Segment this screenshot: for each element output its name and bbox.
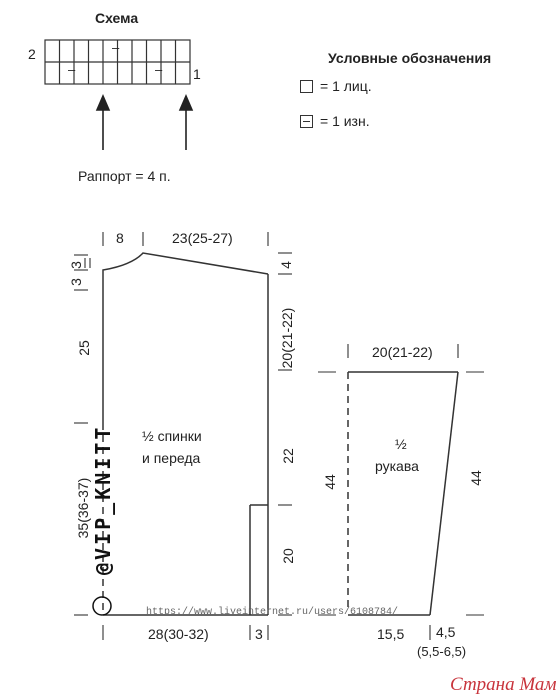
dim-sleeve-bottom-sizes: (5,5-6,5) xyxy=(417,644,467,659)
sleeve-label-line1: ½ xyxy=(395,436,407,452)
dim-left-upper: 25 xyxy=(75,340,92,356)
scheme-title: Схема xyxy=(95,10,139,26)
dim-slit: 20 xyxy=(279,548,296,564)
brand-watermark: Страна Мам xyxy=(450,674,557,695)
vip-watermark: @VIP_KNITT xyxy=(91,424,115,575)
dim-sleeve-bottom-extra: 4,5 xyxy=(436,624,456,640)
dim-side-mid: 22 xyxy=(279,448,296,464)
knit-symbol-icon xyxy=(300,80,313,93)
sleeve-dim-ticks xyxy=(318,344,484,640)
dim-sleeve-bottom: 15,5 xyxy=(377,626,405,642)
sleeve-label-line2: рукава xyxy=(375,458,419,474)
sleeve-outline xyxy=(348,371,459,616)
legend-knit-label: = 1 лиц. xyxy=(320,78,372,94)
dim-sleeve-left: 44 xyxy=(321,474,338,490)
dim-bottom-extra: 3 xyxy=(255,626,263,642)
legend-purl-label: = 1 изн. xyxy=(320,113,370,129)
dim-neck-depth-a: 3 xyxy=(67,261,84,269)
purl-symbol-icon xyxy=(300,115,313,128)
body-label-line1: ½ спинки xyxy=(142,428,202,444)
dim-sleeve-right: 44 xyxy=(467,470,484,486)
arrow-up-icon xyxy=(95,93,111,150)
purl-mark: – xyxy=(68,62,76,77)
body-outline xyxy=(102,252,269,616)
dim-shoulder-drop: 4 xyxy=(277,261,294,269)
body-label-line2: и переда xyxy=(142,450,201,466)
dim-sleeve-top: 20(21-22) xyxy=(372,344,433,360)
row-label-1: 1 xyxy=(193,66,201,82)
dim-neck-width: 8 xyxy=(116,230,124,246)
arrow-up-icon xyxy=(178,93,194,150)
dim-armhole: 20(21-22) xyxy=(279,307,295,369)
purl-mark: – xyxy=(112,40,120,55)
dim-neck-depth-b: 3 xyxy=(67,278,84,286)
dim-shoulder-width: 23(25-27) xyxy=(172,230,233,246)
dim-bottom-width: 28(30-32) xyxy=(148,626,209,642)
row-label-2: 2 xyxy=(28,46,36,62)
dim-total-height: 35(36-37) xyxy=(75,477,91,539)
site-url-watermark: https://www.liveinternet.ru/users/610878… xyxy=(146,607,399,618)
copyright-icon xyxy=(92,596,112,616)
rapport-label: Раппорт = 4 п. xyxy=(78,168,171,184)
purl-mark: – xyxy=(155,62,163,77)
body-dim-ticks xyxy=(74,232,292,640)
chart-grid xyxy=(44,39,191,85)
legend-title: Условные обозначения xyxy=(328,50,492,66)
